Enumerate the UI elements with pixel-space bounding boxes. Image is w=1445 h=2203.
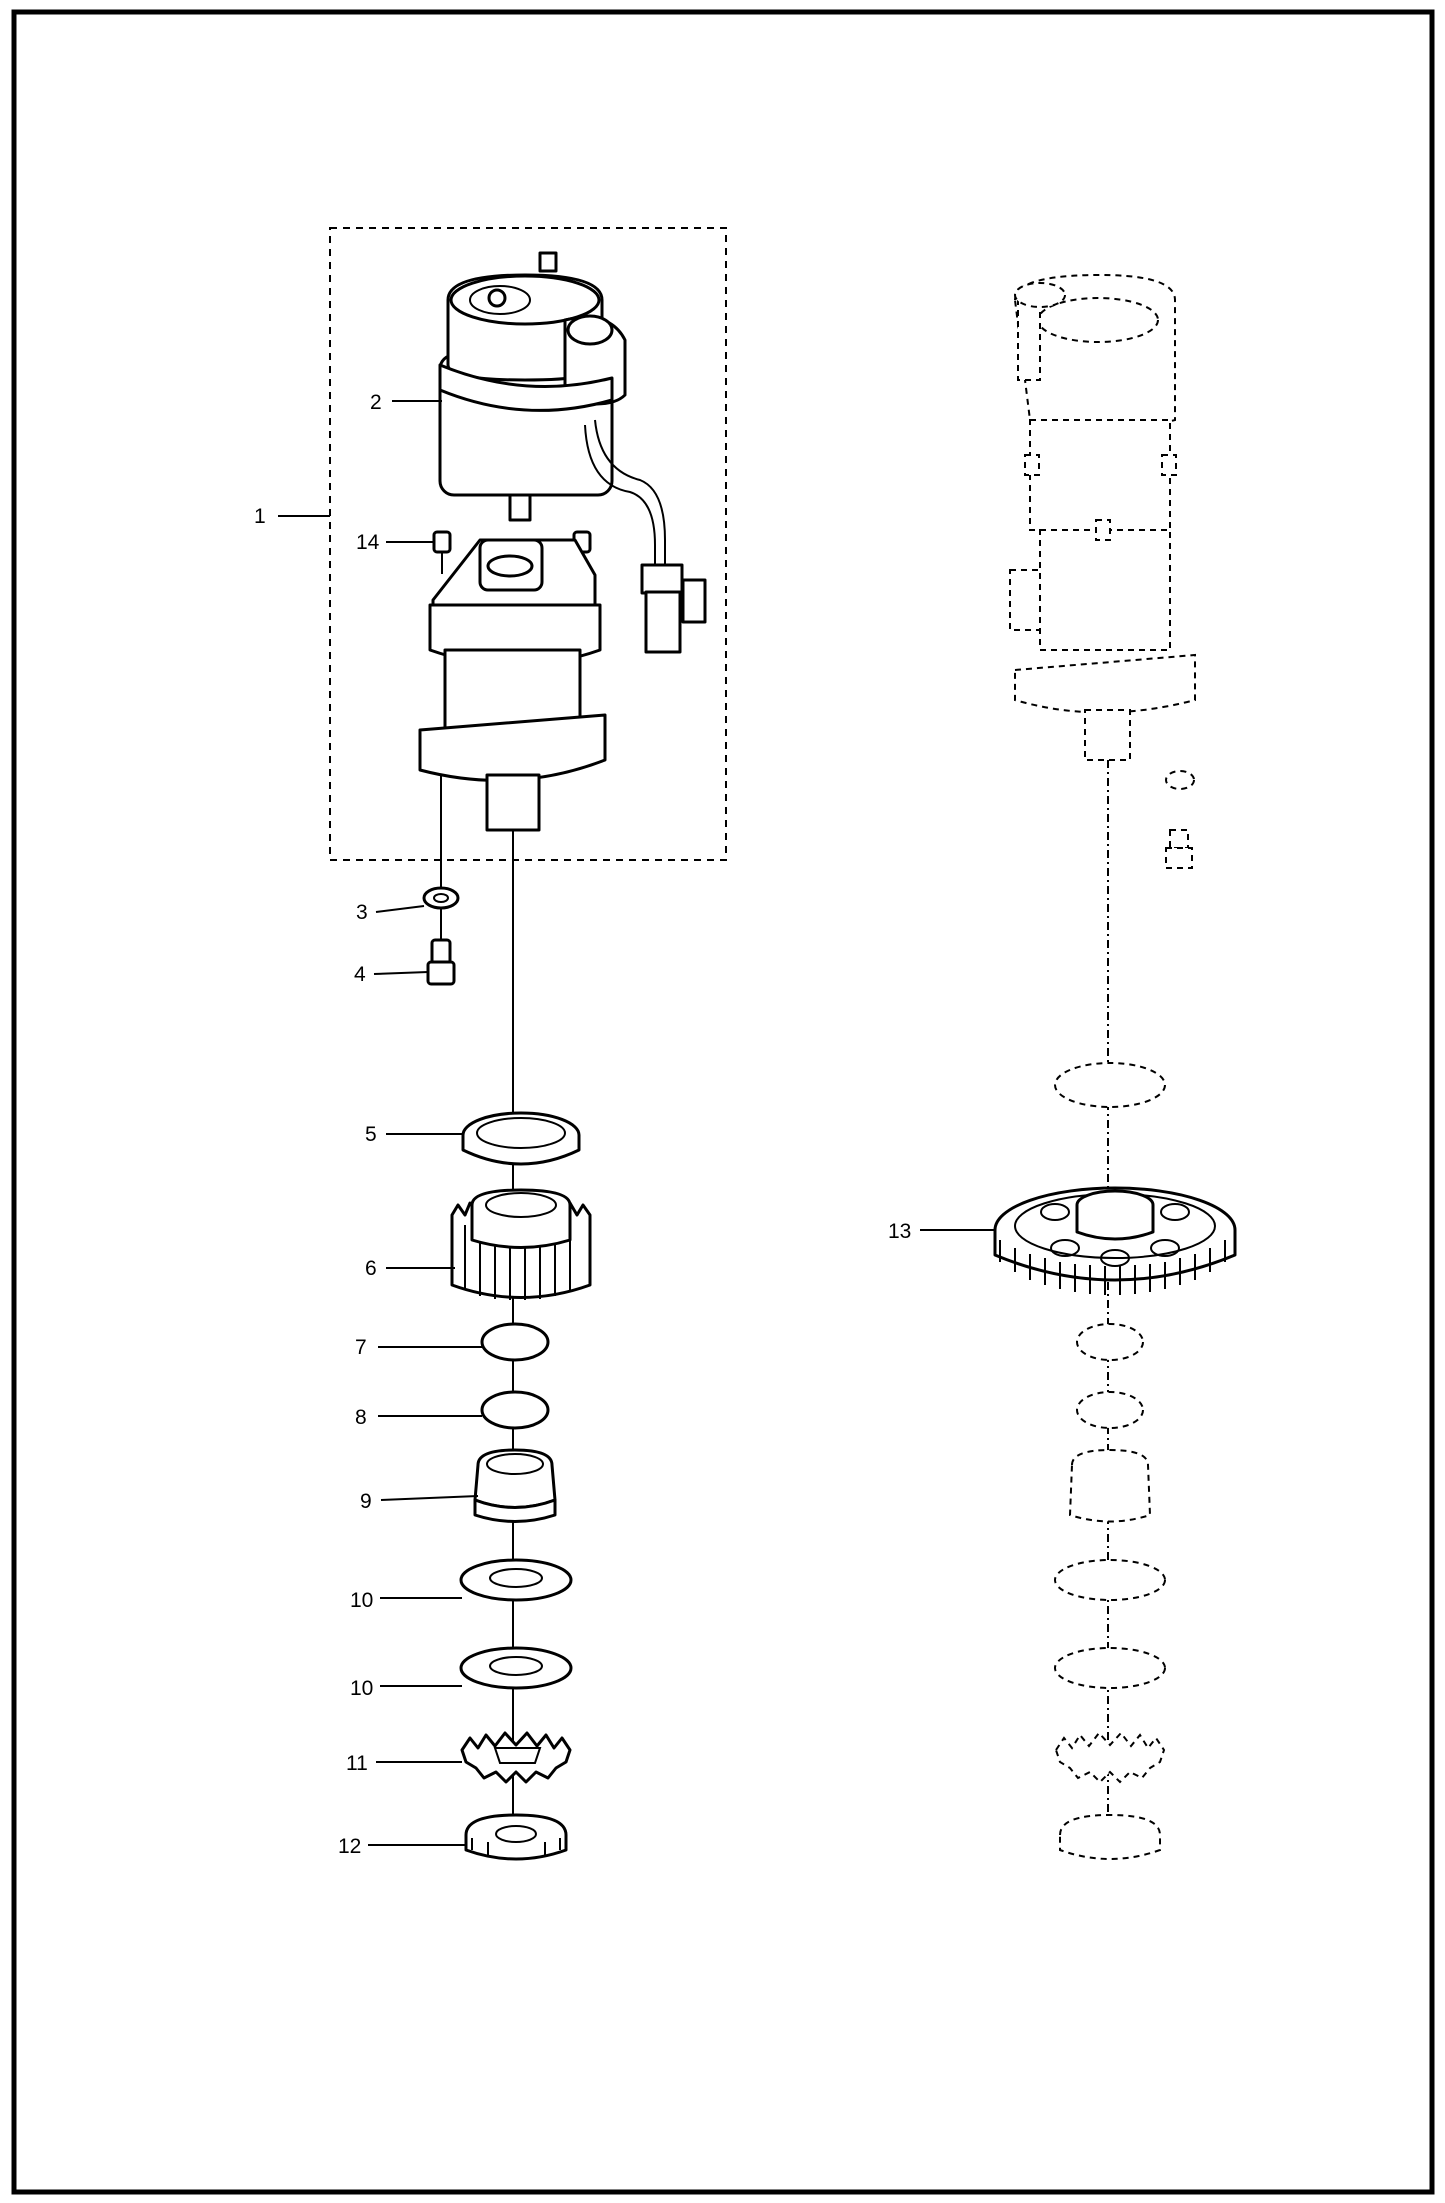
callout-11: 11 [346, 1752, 462, 1775]
callout-6-number: 6 [365, 1257, 377, 1280]
callout-10b-number: 10 [350, 1677, 373, 1700]
callout-4-number: 4 [354, 963, 366, 986]
motor-assembly-phantom [1009, 273, 1196, 761]
spur-gear-small [450, 1188, 592, 1300]
lock-washer [460, 1731, 572, 1784]
lock-nut [464, 1813, 568, 1861]
callout-6: 6 [365, 1257, 455, 1280]
callout-7: 7 [355, 1336, 482, 1359]
callout-9: 9 [360, 1490, 479, 1513]
washer [422, 886, 460, 910]
callout-8-number: 8 [355, 1406, 367, 1429]
callout-2: 2 [370, 391, 442, 414]
callout-5: 5 [365, 1123, 463, 1146]
washer-phantom [1165, 770, 1195, 790]
o-ring-upper [480, 1322, 550, 1362]
o-ring-lower [480, 1390, 550, 1430]
callout-3: 3 [356, 901, 425, 924]
callout-2-number: 2 [370, 391, 382, 414]
callout-12-number: 12 [338, 1835, 361, 1858]
callout-5-number: 5 [365, 1123, 377, 1146]
callout-10a: 10 [350, 1589, 462, 1612]
bushing [473, 1448, 557, 1523]
bushing-phantom [1068, 1448, 1152, 1523]
callout-1-number: 1 [254, 505, 266, 528]
bolt-phantom [1165, 829, 1193, 869]
callout-10b: 10 [350, 1677, 462, 1700]
thrust-washer-upper-phantom [1054, 1559, 1166, 1601]
callout-13-number: 13 [888, 1220, 911, 1243]
drawing-frame [11, 9, 1435, 2195]
callout-11-number: 11 [346, 1752, 368, 1775]
lock-washer-phantom [1054, 1731, 1166, 1784]
seal-ring [461, 1111, 581, 1166]
large-spur-gear [993, 1186, 1237, 1295]
gearbox-housing [418, 538, 607, 832]
callout-13: 13 [888, 1220, 995, 1243]
thrust-washer-lower-phantom [1054, 1647, 1166, 1689]
callout-12: 12 [338, 1835, 466, 1858]
motor [438, 251, 707, 654]
o-ring-upper-phantom [1076, 1323, 1144, 1361]
callout-8: 8 [355, 1406, 482, 1429]
callout-3-number: 3 [356, 901, 368, 924]
lock-nut-phantom [1059, 1813, 1161, 1860]
callout-9-number: 9 [360, 1490, 372, 1513]
seal-ring-phantom [1054, 1062, 1166, 1108]
callout-14: 14 [356, 531, 434, 554]
o-ring-lower-phantom [1076, 1391, 1144, 1429]
thrust-washer-lower [459, 1646, 573, 1690]
motor-assembly-group-box [329, 227, 727, 861]
callout-1: 1 [254, 505, 330, 528]
callout-7-number: 7 [355, 1336, 367, 1359]
callout-4: 4 [354, 963, 429, 986]
thrust-washer-upper [459, 1558, 573, 1602]
bolt [426, 938, 456, 986]
callout-10a-number: 10 [350, 1589, 373, 1612]
callout-14-number: 14 [356, 531, 380, 554]
